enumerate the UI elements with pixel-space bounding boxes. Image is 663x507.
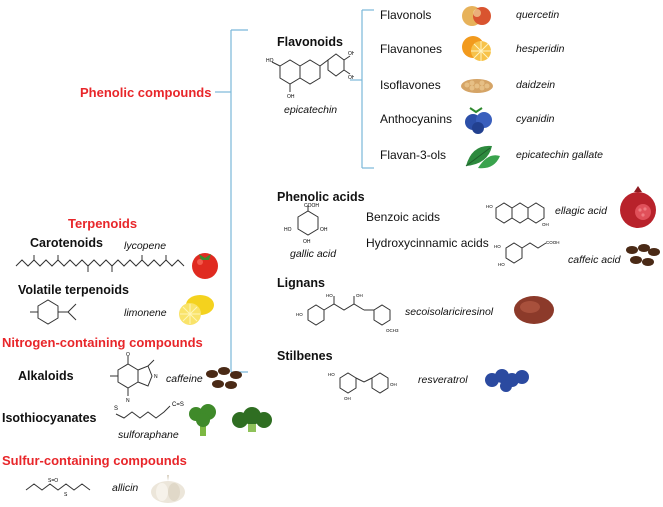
svg-text:HO: HO	[296, 312, 303, 317]
lemon-icon	[179, 295, 214, 325]
group-stilbenes: Stilbenes	[277, 349, 333, 363]
subclass-isoflavones: Isoflavones	[380, 78, 441, 92]
svg-text:OH: OH	[287, 94, 295, 100]
epicatechin-structure: HO OH OH OH	[266, 51, 354, 100]
svg-text:HO: HO	[328, 372, 335, 377]
example-limonene: limonene	[124, 307, 167, 319]
svg-text:COOH: COOH	[546, 240, 560, 245]
coffee-beans-icon	[626, 244, 660, 266]
subclass-anthocyanins: Anthocyanins	[380, 112, 453, 126]
gallic-acid-structure: COOH HO OH OH	[284, 203, 328, 245]
group-isothiocyanates: Isothiocyanates	[2, 411, 97, 425]
example-cyanidin: cyanidin	[516, 113, 555, 125]
example-caffeine: caffeine	[166, 373, 203, 385]
svg-text:OH: OH	[348, 75, 354, 81]
garlic-icon	[151, 475, 185, 503]
example-epicatechin-gallate: epicatechin gallate	[516, 149, 603, 161]
group-phenolic-acids: Phenolic acids	[277, 190, 365, 204]
group-carotenoids: Carotenoids	[30, 236, 103, 250]
svg-text:HO: HO	[326, 293, 333, 298]
broccoli-icon	[189, 404, 216, 436]
svg-text:HO: HO	[266, 58, 274, 64]
example-secoisolariciresinol: secoisolariciresinol	[405, 306, 494, 318]
svg-text:OH: OH	[542, 222, 549, 227]
svg-text:O: O	[126, 352, 130, 358]
example-caffeic-acid: caffeic acid	[568, 254, 621, 266]
tea-leaves-icon	[465, 145, 500, 169]
subclass-benzoic-acids: Benzoic acids	[366, 210, 441, 224]
example-daidzein: daidzein	[516, 79, 556, 91]
flaxseed-icon	[514, 296, 554, 324]
group-lignans: Lignans	[277, 276, 325, 290]
secoisolariciresinol-structure: HO OH HO OCH3	[296, 293, 399, 333]
category-nitrogen-containing: Nitrogen-containing compounds	[2, 335, 203, 350]
example-resveratrol: resveratrol	[418, 374, 468, 386]
group-alkaloids: Alkaloids	[18, 369, 74, 383]
svg-text:HO: HO	[494, 244, 501, 249]
example-quercetin: quercetin	[516, 9, 560, 21]
example-epicatechin: epicatechin	[284, 104, 338, 116]
svg-text:OH: OH	[303, 239, 311, 245]
svg-text:COOH: COOH	[304, 203, 319, 209]
tomato-icon	[192, 253, 218, 279]
example-ellagic-acid: ellagic acid	[555, 205, 607, 217]
blueberries-icon	[485, 369, 529, 392]
pomegranate-icon	[620, 186, 656, 228]
allicin-structure: S=O S	[25, 478, 91, 496]
group-volatile-terpenoids: Volatile terpenoids	[18, 283, 129, 297]
example-gallic-acid: gallic acid	[290, 248, 337, 260]
example-lycopene: lycopene	[124, 240, 167, 252]
broccoli-icon	[232, 407, 272, 432]
svg-text:S: S	[114, 406, 118, 412]
orange-icon	[462, 36, 491, 61]
lycopene-structure	[15, 255, 185, 272]
example-hesperidin: hesperidin	[516, 43, 565, 55]
svg-text:S=O: S=O	[48, 478, 58, 484]
example-sulforaphane: sulforaphane	[118, 429, 179, 441]
category-phenolic-compounds: Phenolic compounds	[80, 85, 212, 100]
subclass-flavan-3-ols: Flavan-3-ols	[380, 148, 447, 162]
subclass-flavonols: Flavonols	[380, 8, 432, 22]
group-flavonoids: Flavonoids	[277, 35, 343, 49]
coffee-beans-icon	[206, 367, 242, 389]
subclass-flavanones: Flavanones	[380, 42, 443, 56]
resveratrol-structure: HO OH OH	[328, 372, 397, 401]
svg-text:OH: OH	[344, 396, 351, 401]
caffeine-structure: O N N	[110, 352, 158, 402]
svg-text:HO: HO	[284, 227, 292, 233]
svg-text:OH: OH	[390, 382, 397, 387]
svg-text:S: S	[64, 492, 68, 496]
svg-text:OH: OH	[348, 51, 354, 57]
svg-text:N: N	[154, 374, 158, 380]
apple-icon	[462, 6, 491, 26]
category-sulfur-containing: Sulfur-containing compounds	[2, 453, 187, 468]
soybeans-icon	[461, 79, 493, 93]
example-allicin: allicin	[112, 482, 139, 494]
svg-text:OH: OH	[320, 227, 328, 233]
svg-text:HO: HO	[486, 204, 493, 209]
svg-text:N: N	[126, 398, 130, 402]
svg-text:OCH3: OCH3	[386, 328, 399, 333]
svg-text:OH: OH	[356, 293, 363, 298]
blueberries-icon	[465, 107, 492, 134]
caffeic-acid-structure: HO HO COOH	[494, 240, 560, 267]
svg-text:C=S: C=S	[172, 402, 184, 408]
svg-text:HO: HO	[498, 262, 505, 267]
sulforaphane-structure: S C=S	[114, 402, 184, 419]
limonene-structure	[30, 299, 77, 325]
ellagic-acid-structure: HO OH	[486, 202, 549, 227]
subclass-hydroxycinnamic-acids: Hydroxycinnamic acids	[366, 236, 489, 250]
category-terpenoids: Terpenoids	[68, 216, 138, 231]
